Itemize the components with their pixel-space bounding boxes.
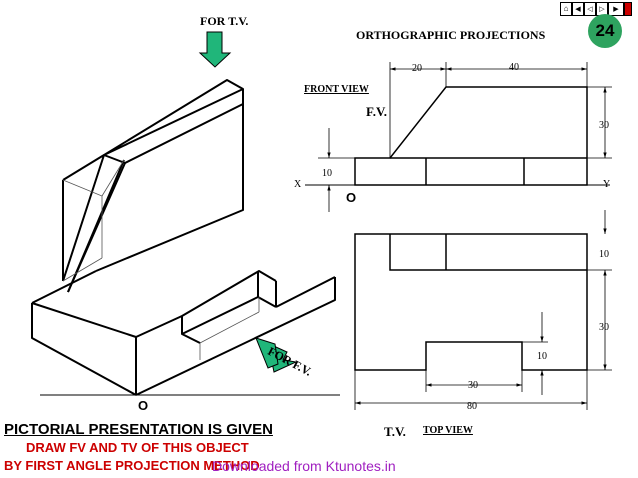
tv-dimension-lines (354, 210, 612, 410)
last-icon: ▶ (613, 5, 619, 13)
dim-fv-height: 30 (599, 120, 609, 131)
block-front-face (67, 103, 244, 293)
instruction-line-3: BY FIRST ANGLE PROJECTION METHOD (4, 458, 260, 473)
forward-icon: ▷ (599, 5, 605, 13)
origin-pictorial-label: O (138, 398, 149, 413)
previous-slide-button[interactable]: ◁ (584, 2, 596, 16)
block-edges (62, 79, 244, 293)
dim-tv-right-top: 10 (599, 249, 609, 260)
front-view-label: FRONT VIEW (304, 84, 369, 95)
fv-arrow (255, 337, 298, 373)
dim-fv-top-right: 40 (509, 62, 519, 73)
first-slide-button[interactable]: ◀ (572, 2, 584, 16)
fv-label: F.V. (366, 104, 387, 119)
base-top-face (32, 236, 335, 317)
origin-fv-label: O (346, 190, 357, 205)
first-icon: ◀ (575, 5, 581, 13)
dim-tv-right-mid: 30 (599, 322, 609, 333)
pictorial-construction-lines (62, 159, 260, 360)
watermark: Downloaded from Ktunotes.in (212, 458, 396, 474)
page-title: ORTHOGRAPHIC PROJECTIONS (356, 28, 546, 42)
end-marker (624, 2, 632, 16)
home-button[interactable]: ⌂ (560, 2, 572, 16)
for-tv-label: FOR T.V. (200, 14, 249, 28)
dim-tv-notch-width: 30 (468, 380, 478, 391)
base-notch-edges (181, 271, 277, 344)
home-icon: ⌂ (563, 4, 569, 13)
instruction-line-2: DRAW FV AND TV OF THIS OBJECT (26, 440, 249, 455)
tv-label: T.V. (384, 424, 406, 439)
dim-fv-base: 10 (322, 168, 332, 179)
back-icon: ◁ (587, 5, 593, 13)
last-slide-button[interactable]: ▶ (608, 2, 624, 16)
slide-number-badge: 24 (588, 14, 622, 48)
axis-x-label: X (294, 179, 302, 190)
dim-fv-top-left: 20 (412, 63, 422, 74)
top-view-label: TOP VIEW (423, 425, 473, 436)
pictorial-object (31, 79, 336, 396)
fv-dimension-lines (318, 62, 612, 212)
axis-y-label: Y (603, 179, 611, 190)
dim-tv-total-width: 80 (467, 401, 477, 412)
top-view (354, 233, 588, 371)
tv-arrow (198, 31, 232, 68)
instruction-heading: PICTORIAL PRESENTATION IS GIVEN (4, 421, 273, 438)
dim-tv-notch-depth: 10 (537, 351, 547, 362)
